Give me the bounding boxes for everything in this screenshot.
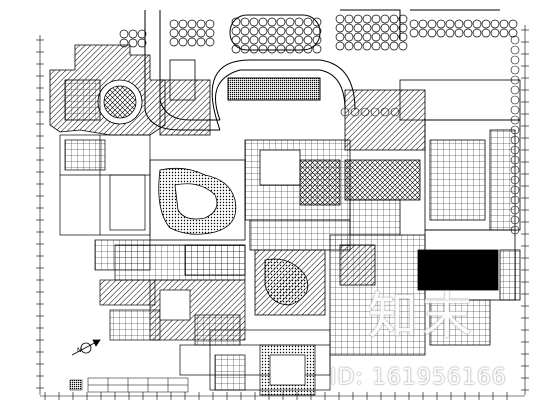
main-hall [244,139,351,316]
left-dimension-ruler [36,35,44,395]
east-building [329,79,521,356]
bottom-dimension-ruler [40,392,525,400]
svg-text:N: N [77,347,82,354]
south-rooms [114,244,331,396]
legend-table [69,377,189,393]
north-arrow-icon: N [71,339,101,356]
north-parking-trees [119,14,518,54]
northwest-building [49,44,211,136]
right-dimension-ruler [521,25,529,395]
west-wing [59,134,161,341]
east-trees [340,35,520,235]
